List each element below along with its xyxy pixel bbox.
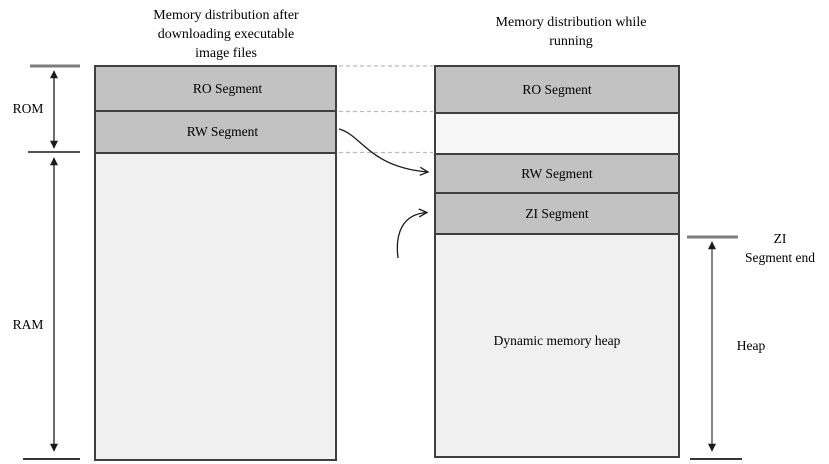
- zi-segment-end-line-1: ZI: [773, 231, 787, 246]
- left-memory-column: RO Segment RW Segment: [94, 65, 337, 461]
- right-unused-gap: [436, 114, 678, 155]
- heap-extent-bracket: [687, 235, 742, 460]
- left-title-line-1: Memory distribution after: [153, 8, 299, 23]
- right-ro-segment: RO Segment: [436, 67, 678, 114]
- right-title-line-1: Memory distribution while: [495, 15, 647, 30]
- left-ro-segment-label: RO Segment: [192, 81, 263, 96]
- dynamic-memory-heap-label: Dynamic memory heap: [493, 332, 621, 348]
- zi-mapping-arrow: [396, 208, 429, 259]
- right-rw-segment: RW Segment: [436, 155, 678, 194]
- right-title-line-2: running: [549, 34, 593, 49]
- right-ro-segment-label: RO Segment: [522, 82, 592, 97]
- left-rw-segment-label: RW Segment: [186, 124, 259, 139]
- rom-extent-bracket: [28, 64, 80, 153]
- left-column-title: Memory distribution after downloading ex…: [104, 6, 348, 63]
- heap-label: Heap: [736, 338, 766, 353]
- right-column-title: Memory distribution while running: [448, 13, 694, 51]
- right-memory-column: RO Segment RW Segment ZI Segment Dynamic…: [434, 65, 680, 458]
- ram-extent-bracket: [23, 157, 80, 460]
- left-rw-segment: RW Segment: [96, 112, 335, 154]
- left-title-line-2: downloading executable: [157, 27, 295, 42]
- rw-mapping-arrow: [338, 128, 430, 176]
- dynamic-memory-heap-area: Dynamic memory heap: [436, 235, 678, 456]
- rom-label: ROM: [12, 101, 44, 116]
- left-ro-segment: RO Segment: [96, 67, 335, 112]
- dashed-connectors: [339, 65, 433, 154]
- right-rw-segment-label: RW Segment: [521, 166, 593, 181]
- ram-label: RAM: [12, 317, 44, 332]
- right-zi-segment-label: ZI Segment: [525, 206, 589, 221]
- zi-segment-end-label: ZI Segment end: [730, 229, 829, 267]
- right-zi-segment: ZI Segment: [436, 194, 678, 235]
- left-title-line-3: image files: [195, 46, 257, 61]
- zi-segment-end-line-2: Segment end: [744, 250, 816, 265]
